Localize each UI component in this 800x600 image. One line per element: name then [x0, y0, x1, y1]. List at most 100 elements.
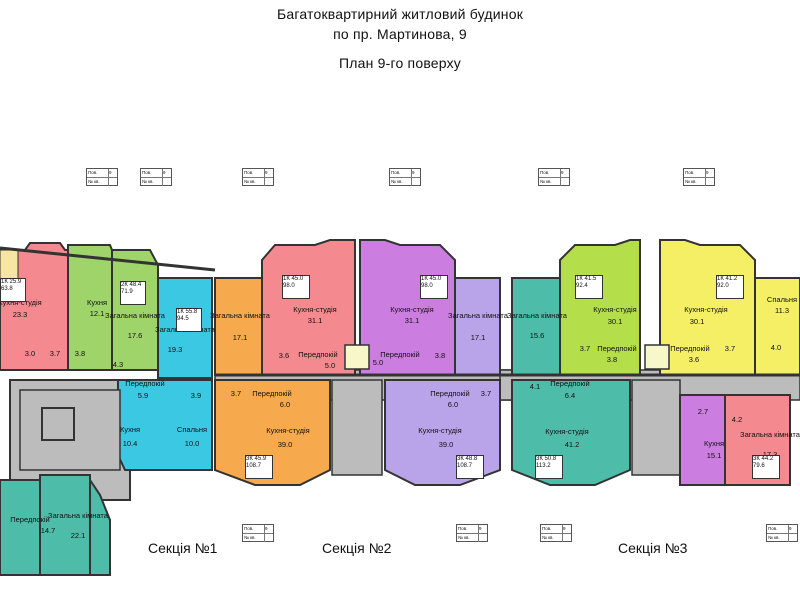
room-area: 15.6: [530, 331, 545, 340]
room-area: 41.2: [565, 440, 580, 449]
room-area: 6.0: [448, 400, 458, 409]
room-area: 17.1: [233, 333, 248, 342]
room-area: 19.3: [168, 345, 183, 354]
room-label: Загальна кімната: [740, 430, 800, 439]
room-label: Передпокій: [380, 350, 420, 359]
room-label: Передпокій: [252, 389, 292, 398]
room-label: Загальна кімната: [448, 311, 509, 320]
room-area: 6.4: [565, 391, 575, 400]
room-label: Передпокій: [550, 379, 590, 388]
bath-area: 3.7: [231, 389, 241, 398]
bath-area: 3.7: [725, 344, 735, 353]
bath-area: 2.7: [698, 407, 708, 416]
room-teal-hall: [39, 474, 91, 576]
room-orange-studio: [214, 379, 331, 486]
lift-1: [41, 407, 75, 441]
title-line-1: Багатоквартирний житловий будинок: [276, 6, 524, 22]
room-yellow-bedroom: [754, 277, 800, 376]
outer-wall: [0, 246, 800, 377]
bath-area: 3.6: [279, 351, 289, 360]
room-label: Передпокій: [10, 515, 50, 524]
room-orange-common: [214, 277, 263, 376]
room-area: 12.1: [90, 309, 105, 318]
room-area: 15.1: [707, 451, 722, 460]
room-area: 6.0: [280, 400, 290, 409]
room-label: Загальна кімната: [105, 311, 166, 320]
room-label: Кухня-студія: [418, 426, 461, 435]
room-area: 31.1: [405, 316, 420, 325]
room-label: Кухня-студія: [684, 305, 727, 314]
room-area: 14.7: [41, 526, 56, 535]
room-label: Кухня-студія: [390, 305, 433, 314]
bath-area: 3.7: [50, 349, 60, 358]
room-area: 10.0: [185, 439, 200, 448]
room-label: Передпокій: [298, 350, 338, 359]
bath-area: 3.7: [481, 389, 491, 398]
title-line-2: по пр. Мартинова, 9: [333, 26, 467, 42]
room-area: 3.8: [607, 355, 617, 364]
room-label: Кухня-студія: [266, 426, 309, 435]
room-label: Кухня: [87, 298, 107, 307]
room-area: 5.9: [138, 391, 148, 400]
room-area: 5.0: [373, 358, 383, 367]
bath-area: 3.8: [75, 349, 85, 358]
room-area: 3.6: [689, 355, 699, 364]
room-label: Спальня: [177, 425, 207, 434]
room-teal-common-3: [511, 277, 561, 376]
room-area: 5.0: [325, 361, 335, 370]
room-gray-stairs-2: [331, 379, 383, 476]
room-label: Передпокій: [430, 389, 470, 398]
room-label: Передпокій: [670, 344, 710, 353]
plan-title: План 9-го поверху: [338, 55, 462, 71]
room-area: 39.0: [439, 440, 454, 449]
bath-area: 4.1: [530, 382, 540, 391]
room-area: 30.1: [690, 317, 705, 326]
bath-area: 3.8: [435, 351, 445, 360]
room-area: 10.4: [123, 439, 138, 448]
section-label-3: Секція №3: [618, 540, 688, 556]
room-label: Кухня: [120, 425, 140, 434]
lift-2: [344, 344, 370, 370]
room-area: 30.1: [608, 317, 623, 326]
room-label: Загальна кімната: [210, 311, 271, 320]
room-gray-stairs-3: [631, 379, 681, 476]
room-area: 17.6: [128, 331, 143, 340]
section-label-2: Секція №2: [322, 540, 392, 556]
bath-area: 4.0: [771, 343, 781, 352]
room-area: 3.9: [191, 391, 201, 400]
room-label: Загальна кімната: [507, 311, 568, 320]
room-lavender-common: [454, 277, 501, 376]
bath-area: 4.2: [732, 415, 742, 424]
room-label: Кухня-студія: [0, 298, 42, 307]
room-area: 23.3: [13, 310, 28, 319]
bath-area: 3.0: [25, 349, 35, 358]
room-label: Передпокій: [597, 344, 637, 353]
room-label: Кухня-студія: [593, 305, 636, 314]
room-label: Кухня-студія: [545, 427, 588, 436]
room-label: Передпокій: [125, 379, 165, 388]
section-label-1: Секція №1: [148, 540, 218, 556]
lift-3: [644, 344, 670, 370]
room-area: 11.3: [775, 306, 789, 315]
room-area: 17.1: [471, 333, 486, 342]
